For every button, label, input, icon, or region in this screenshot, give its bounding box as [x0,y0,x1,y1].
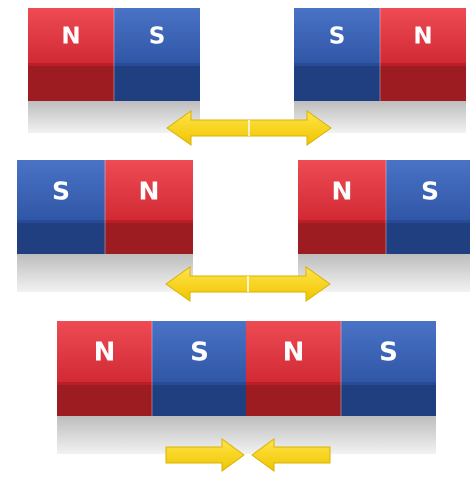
magnet-top-left-pole-right-face [114,8,200,63]
magnet-top-right-pole-right: N [380,8,466,101]
magnet-top-left-pole-left-face [28,8,114,63]
magnet-top-left-pole-left-side [28,63,114,101]
magnet-bottom-right-pole-right-label: S [379,338,398,368]
magnet-middle-left-pole-left-side [17,220,105,254]
magnet-bottom-left-pole-right-label: S [190,338,209,368]
magnet-bottom-left-pole-right-face [152,321,247,382]
magnet-top-right-pole-right-label: N [413,24,432,50]
magnet-middle-right-pole-left-face [298,160,386,220]
magnet-middle-right-pole-left-label: N [332,177,353,206]
magnet-top-left-pole-left: N [28,8,114,101]
magnet-bottom-left-pole-left-face [57,321,152,382]
magnet-bottom-right-pole-left-face [246,321,341,382]
magnet-middle-left-pole-right-face [105,160,193,220]
magnet-bottom-left-pole-left-side [57,382,152,416]
magnet-middle-left-pole-right: N [105,160,193,254]
magnet-bottom-right-pole-left-label: N [283,338,305,368]
row-3-attract-arrows-icon-left-arrow [165,438,245,472]
row-1-repel-arrow-icon [166,110,332,146]
magnet-bottom-right-pole-left-side [246,382,341,416]
magnet-top-right-pole-left-label: S [329,24,346,50]
magnet-top-right-pole-right-face [380,8,466,63]
magnet-middle-left-pole-right-label: N [139,177,160,206]
magnet-bottom-left-pole-left: N [57,321,152,416]
magnet-top-left-pole-right: S [114,8,200,101]
magnet-middle-left-pole-left-face [17,160,105,220]
magnet-bottom-right-pole-left: N [246,321,341,416]
magnet-middle-right-pole-left: N [298,160,386,254]
magnet-middle-left-pole-left: S [17,160,105,254]
magnet-bottom-right-pole-right-face [341,321,436,382]
magnet-middle-right-pole-right-label: S [421,177,439,206]
magnet-bottom-left-pole-left-label: N [94,338,116,368]
magnet-middle-left-shadow [17,254,193,292]
magnet-top-left-pole-right-label: S [149,24,166,50]
magnet-top-left-pole-right-side [114,63,200,101]
row-2-repel-arrow-icon [165,266,331,302]
magnet-top-right-pole-right-side [380,63,466,101]
magnet-middle-right-pole-right-face [386,160,470,220]
magnet-top-right-pole-left-face [294,8,380,63]
magnet-top-right-pole-left: S [294,8,380,101]
magnet-top-left-pole-left-label: N [61,24,80,50]
magnet-bottom-right-pole-right-side [341,382,436,416]
magnet-middle-right-pole-left-side [298,220,386,254]
magnet-bottom-left-pole-right-side [152,382,247,416]
magnet-middle-left-pole-left-label: S [52,177,70,206]
magnet-middle-right-pole-right-side [386,220,470,254]
magnet-bottom-left-pole-right: S [152,321,247,416]
row-3-attract-arrows-icon-right-arrow [251,438,331,472]
magnet-top-right-pole-left-side [294,63,380,101]
row-3-attract-arrows-icon [165,438,331,472]
magnet-middle-right-pole-right: S [386,160,470,254]
magnet-bottom-right-pole-right: S [341,321,436,416]
magnet-middle-left-pole-right-side [105,220,193,254]
